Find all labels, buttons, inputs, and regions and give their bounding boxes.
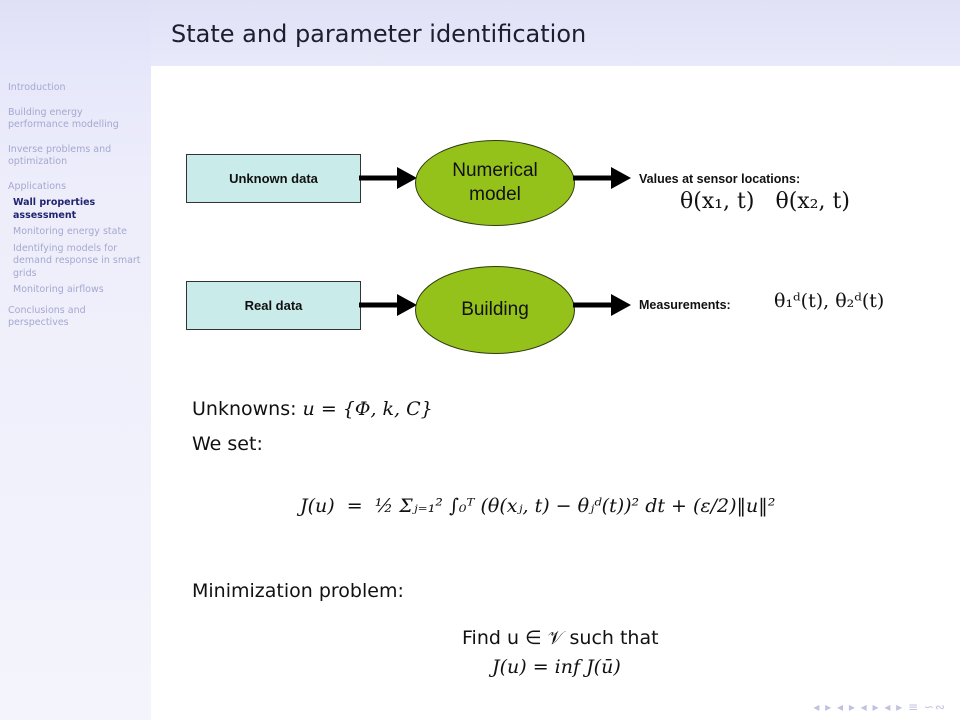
unknown-data-label: Unknown data (229, 171, 318, 186)
arrow-icon (573, 294, 631, 316)
building-label: Building (461, 299, 529, 320)
measurements-math: θ₁ᵈ(t), θ₂ᵈ(t) (774, 290, 885, 312)
we-set-label: We set: (192, 433, 263, 455)
unknowns-math: u = {Φ, k, C} (302, 398, 433, 420)
unknowns-label: Unknowns: (192, 398, 297, 420)
page-title: State and parameter identification (171, 20, 587, 48)
unknowns-line: Unknowns: u = {Φ, k, C} (192, 398, 433, 420)
sidebar-item-conclusions[interactable]: Conclusions and perspectives (8, 304, 86, 329)
arrow-icon (359, 167, 417, 189)
numerical-model-ellipse: Numerical model (415, 140, 575, 226)
sidebar-item-monitoring-energy[interactable]: Monitoring energy state (13, 226, 128, 237)
sensor-values-label: Values at sensor locations: (639, 172, 801, 186)
sidebar-item-wall-properties[interactable]: Wall properties assessment (13, 197, 96, 221)
sidebar-nav: Introduction Building energy performance… (8, 82, 146, 342)
functional-equation: J(u) = ½ Σⱼ₌₁² ∫₀ᵀ (θ(xⱼ, t) − θⱼᵈ(t))² … (300, 495, 776, 517)
sidebar-item-demand-response[interactable]: Identifying models for demand response i… (13, 242, 141, 279)
numerical-model-label: Numerical model (452, 160, 538, 205)
sidebar-item-airflows[interactable]: Monitoring airflows (13, 284, 104, 295)
beamer-navigation[interactable]: ◂ ▸ ◂ ▸ ◂ ▸ ◂ ▸ ≡ ∽∾ (813, 700, 946, 714)
arrow-icon (359, 294, 417, 316)
frame-header: State and parameter identification (151, 0, 960, 66)
unknown-data-box: Unknown data (186, 154, 361, 203)
sidebar: Introduction Building energy performance… (0, 0, 151, 720)
arrow-icon (573, 167, 631, 189)
sidebar-item-introduction[interactable]: Introduction (8, 82, 66, 93)
sensor-values-math: θ(x₁, t) θ(x₂, t) (680, 189, 850, 214)
measurements-label: Measurements: (639, 298, 731, 312)
sidebar-item-inverse-problems[interactable]: Inverse problems and optimization (8, 143, 112, 168)
real-data-label: Real data (244, 298, 303, 313)
real-data-box: Real data (186, 281, 361, 330)
find-line: Find u ∈ 𝒱 such that (462, 627, 659, 649)
building-ellipse: Building (415, 266, 575, 354)
sidebar-item-building-modelling[interactable]: Building energy performance modelling (8, 106, 119, 131)
minimization-label: Minimization problem: (192, 580, 404, 602)
inf-line: J(u) = inf J(ū) (492, 656, 621, 678)
sidebar-item-applications[interactable]: Applications (8, 180, 67, 192)
